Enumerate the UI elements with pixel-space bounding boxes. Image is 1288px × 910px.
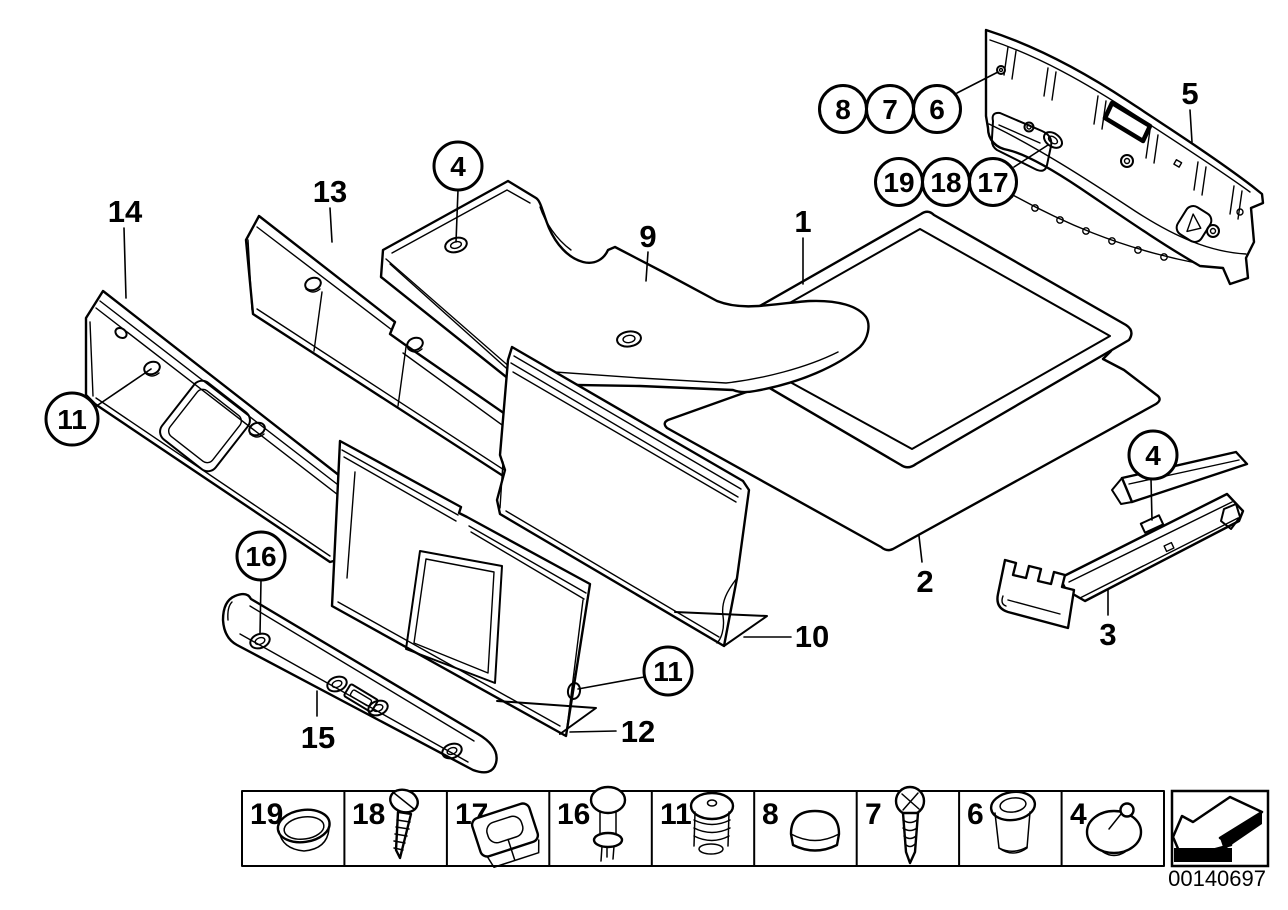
legend-cell-16[interactable]: 16	[557, 785, 627, 862]
circled-callouts: 4 8 7 6 19 18 17 11	[44, 84, 1179, 697]
fastener-legend: 19 18 17	[241, 785, 1165, 870]
svg-text:17: 17	[977, 167, 1008, 198]
pocket-detail-2	[1175, 205, 1213, 243]
callout-2[interactable]: 2	[916, 564, 933, 599]
panel-cutout	[159, 379, 251, 473]
direction-arrow-box	[1170, 789, 1270, 868]
clip-seat	[1139, 514, 1165, 534]
svg-text:19: 19	[883, 167, 914, 198]
expanding-plug-icon	[689, 791, 735, 855]
floor-corner-mark	[674, 611, 768, 647]
svg-text:11: 11	[57, 404, 87, 435]
svg-text:4: 4	[450, 151, 466, 182]
plain-callouts: 14 13 9 5 1 2 3 10 12 15	[108, 76, 1199, 755]
legend-cell-8[interactable]: 8	[762, 798, 841, 852]
callout-circle-8[interactable]: 8	[818, 84, 868, 134]
floor-corner-mark	[496, 700, 597, 735]
part-shelf-trim	[379, 179, 870, 394]
callout-circle-17[interactable]: 17	[968, 157, 1018, 207]
leader-lines	[94, 71, 1193, 733]
svg-text:6: 6	[929, 94, 945, 125]
svg-text:8: 8	[835, 94, 851, 125]
callout-circle-6[interactable]: 6	[912, 84, 962, 134]
svg-text:11: 11	[653, 656, 683, 687]
part-large-panel	[495, 345, 751, 648]
expansion-rivet-icon	[589, 785, 627, 862]
callout-15[interactable]: 15	[301, 720, 335, 755]
callout-5[interactable]: 5	[1181, 76, 1198, 111]
phillips-screw-icon	[894, 785, 926, 865]
direction-arrow-icon	[1171, 795, 1264, 862]
svg-text:7: 7	[882, 94, 898, 125]
document-number: 00140697	[1168, 866, 1266, 891]
callout-14[interactable]: 14	[108, 194, 143, 229]
screw-hole	[616, 330, 642, 348]
svg-text:16: 16	[245, 541, 276, 572]
callout-circle-16[interactable]: 16	[235, 530, 287, 582]
legend-cell-17[interactable]: 17	[455, 798, 543, 870]
part-sill-strip-left	[221, 592, 498, 774]
svg-text:4: 4	[1145, 440, 1161, 471]
part-side-panel-left	[84, 289, 374, 564]
cage-clip-icon	[470, 802, 540, 868]
callout-3[interactable]: 3	[1099, 617, 1116, 652]
legend-cell-19[interactable]: 19	[250, 798, 332, 852]
part-floor-mat-underlay	[663, 286, 1161, 552]
callout-circle-4-right[interactable]: 4	[1127, 429, 1179, 481]
svg-text:18: 18	[352, 798, 385, 831]
svg-text:8: 8	[762, 798, 779, 831]
plug-cap-icon	[276, 808, 331, 852]
callout-9[interactable]: 9	[639, 219, 656, 254]
castellated-end	[996, 558, 1076, 630]
callout-circle-7[interactable]: 7	[865, 84, 915, 134]
svg-text:16: 16	[557, 798, 590, 831]
callout-13[interactable]: 13	[313, 174, 347, 209]
svg-text:7: 7	[865, 798, 882, 831]
callout-10[interactable]: 10	[795, 619, 829, 654]
legend-cell-4[interactable]: 4	[1070, 798, 1143, 857]
legend-cell-6[interactable]: 6	[967, 789, 1037, 854]
legend-cell-7[interactable]: 7	[865, 785, 926, 865]
callout-circle-18[interactable]: 18	[921, 157, 971, 207]
svg-text:11: 11	[660, 798, 692, 831]
toggle-plug-icon	[1085, 802, 1143, 857]
dome-cap-icon	[789, 809, 841, 852]
callout-circle-4-top[interactable]: 4	[432, 140, 484, 192]
part-rear-trim-panel	[984, 28, 1265, 286]
latch-detail	[343, 683, 379, 713]
pocket-detail	[990, 111, 1053, 172]
license-recess	[1102, 100, 1153, 144]
svg-text:6: 6	[967, 798, 984, 831]
legend-cell-11[interactable]: 11	[660, 791, 735, 855]
callout-circle-11-left[interactable]: 11	[44, 391, 100, 447]
part-lower-panel	[330, 439, 592, 738]
callout-circle-11-mid[interactable]: 11	[642, 645, 694, 697]
svg-text:18: 18	[930, 167, 961, 198]
legend-cell-18[interactable]: 18	[352, 786, 421, 860]
callout-1[interactable]: 1	[794, 204, 811, 239]
screw-hole	[996, 65, 1006, 75]
svg-text:4: 4	[1070, 798, 1087, 831]
part-sill-strip-right	[996, 450, 1249, 630]
oval-grommet-icon	[989, 790, 1037, 854]
panel-cutout	[405, 550, 503, 684]
callout-12[interactable]: 12	[621, 714, 655, 749]
slotted-screw-icon	[389, 788, 419, 860]
screw-hole	[444, 236, 468, 254]
callout-circle-19[interactable]: 19	[874, 157, 924, 207]
clip-slot	[1042, 131, 1064, 149]
